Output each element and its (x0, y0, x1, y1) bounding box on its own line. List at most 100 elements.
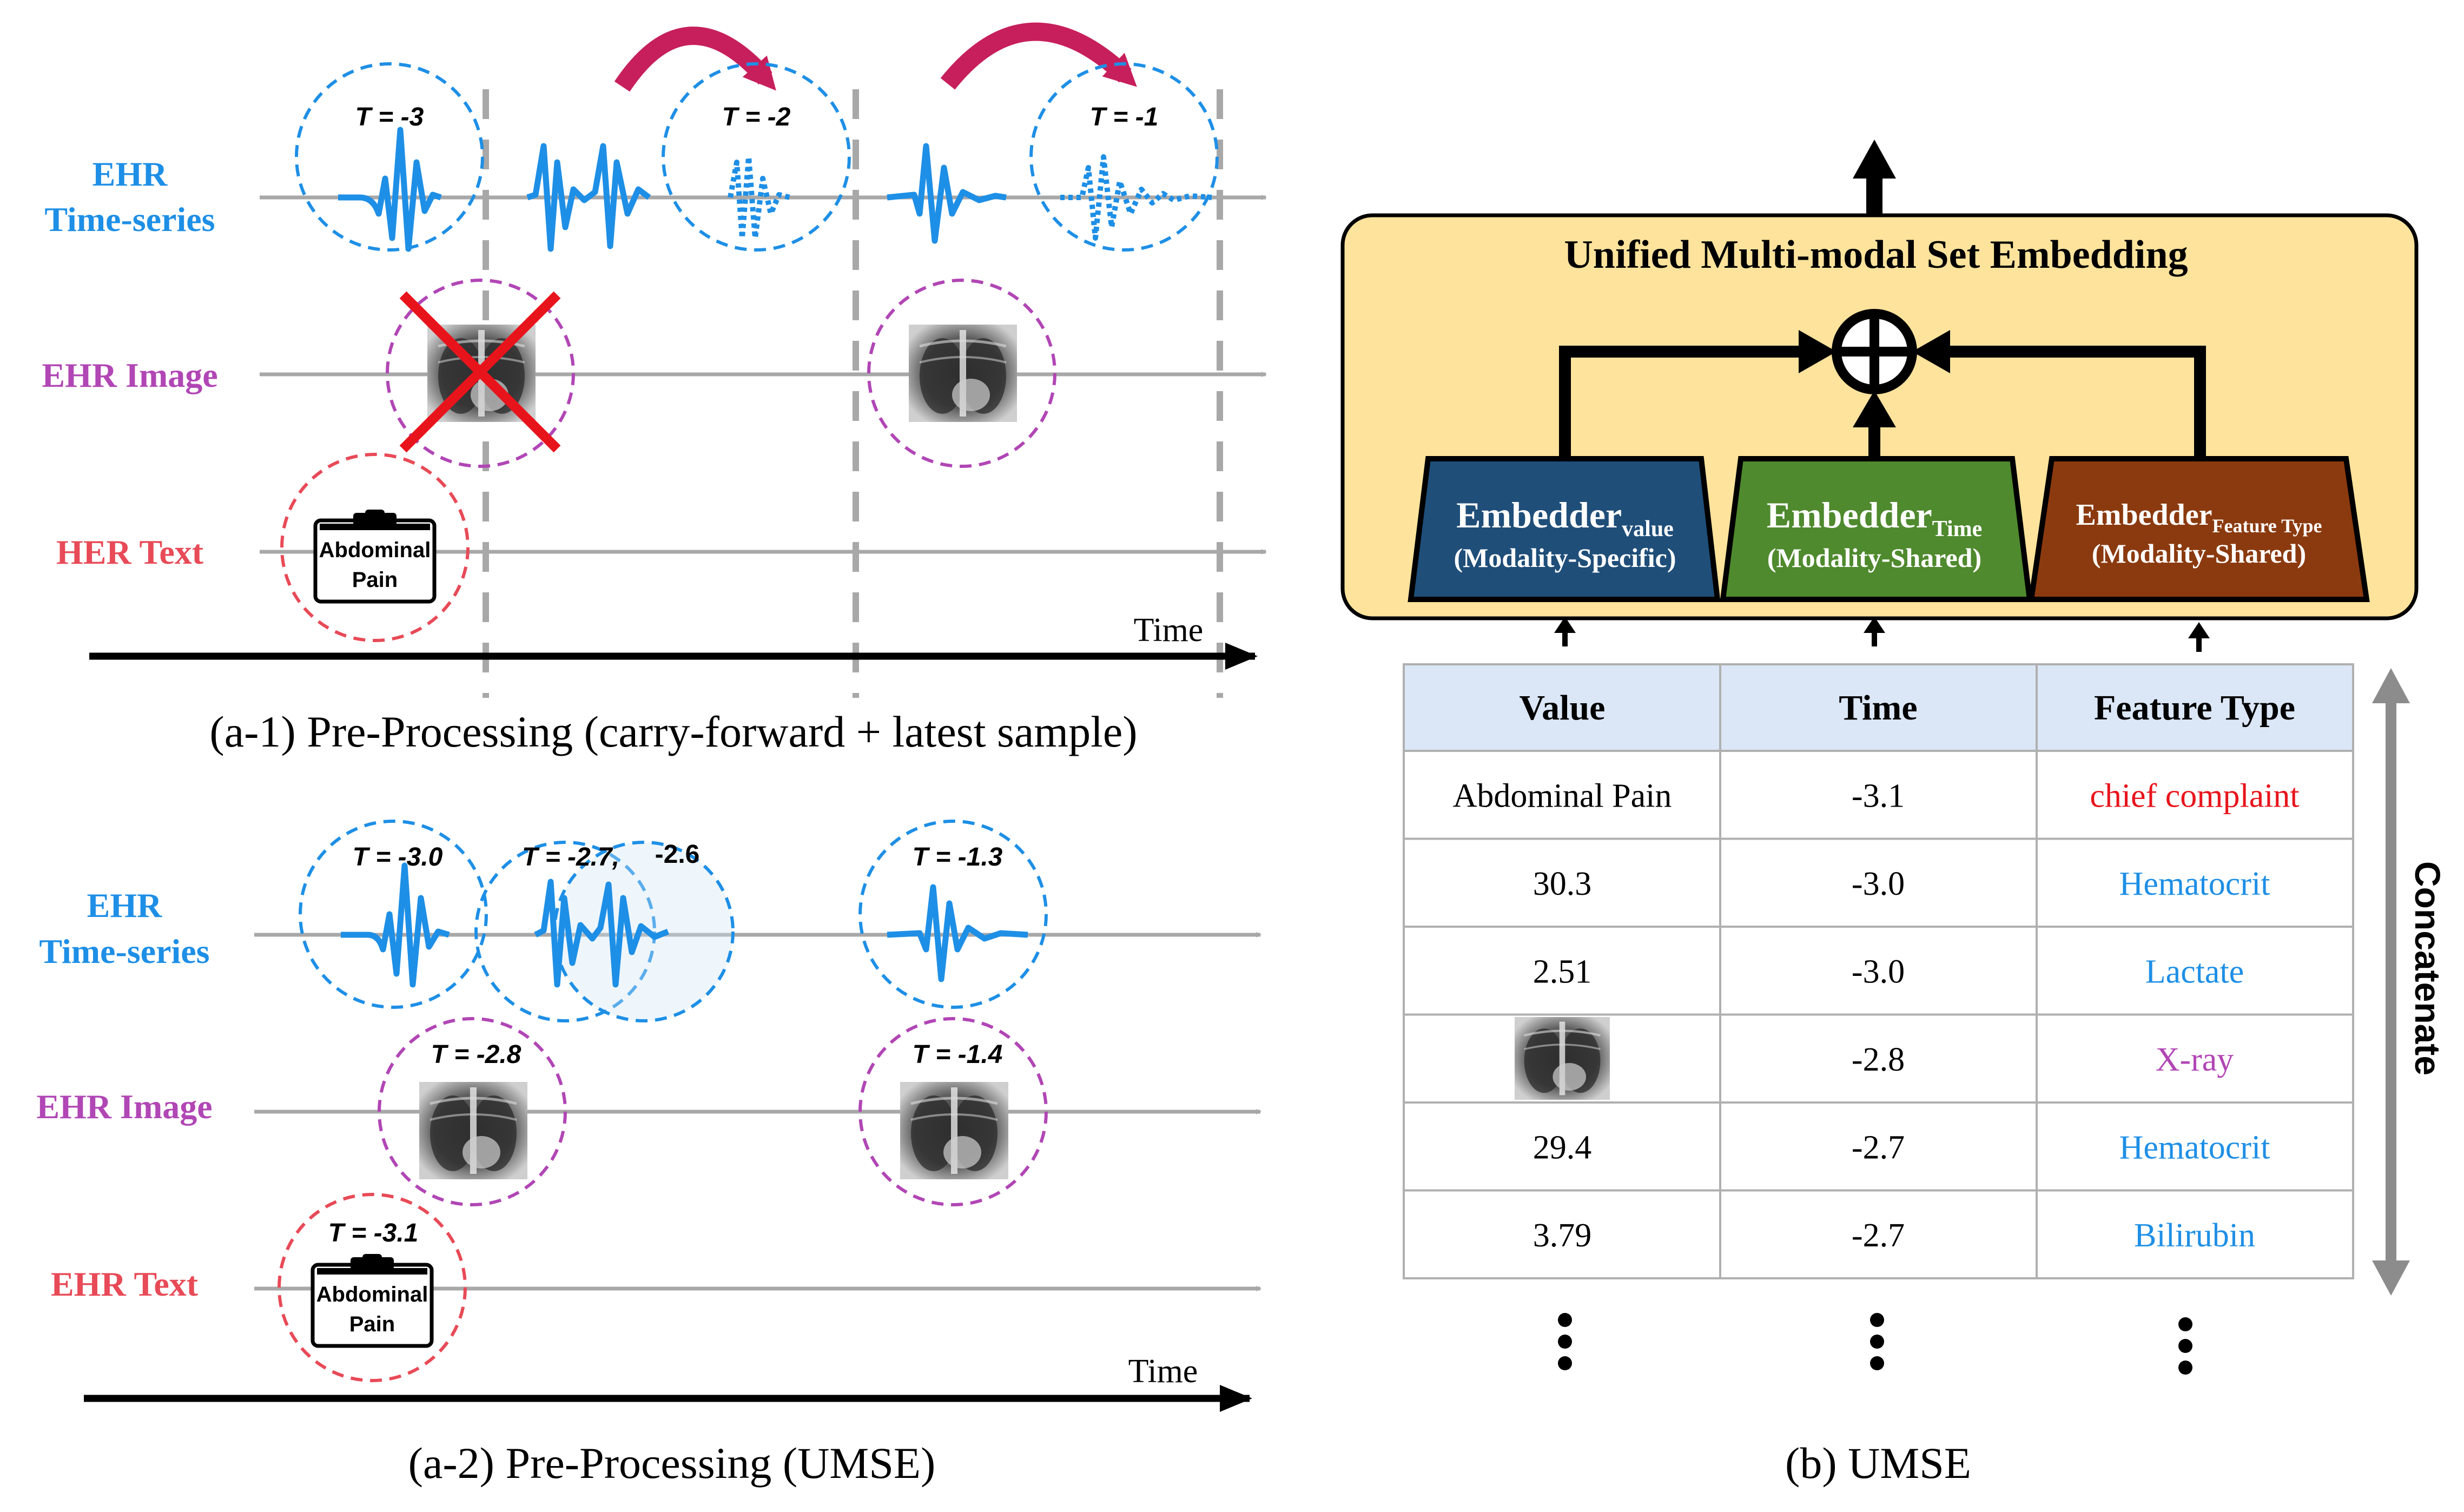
panel-a2: EHR Time-series EHR Image EHR Text T = -… (36, 820, 1261, 1488)
a2-waveform-2 (534, 879, 670, 988)
b-table-border (1403, 663, 2354, 1279)
a1-label-timeseries-2: Time-series (44, 200, 215, 239)
a1-t-label-1: T = -3 (355, 103, 424, 131)
b-table-cell-time: -3.0 (1852, 953, 1905, 990)
a2-label-timeseries-2: Time-series (39, 932, 209, 970)
a1-waveform-1 (338, 127, 442, 252)
a1-sample-circle-1 (295, 62, 484, 252)
b-embedder-feature (2028, 456, 2370, 602)
a1-carry-forward-arrow-2 (940, 22, 1137, 90)
a2-sample-circle-2 (474, 841, 656, 1022)
a1-t-label-2: T = -2 (722, 103, 791, 131)
b-table-cell-time: -3.0 (1852, 866, 1905, 902)
a1-text-circle (280, 453, 470, 642)
b-concatenate-arrowhead-bottom (2372, 1260, 2410, 1296)
a1-image-circle-1 (386, 279, 575, 468)
b-table-body: Abdominal Pain -3.1 chief complaint 30.3 -3.… (1453, 777, 2300, 1254)
b-table-cell-value: 30.3 (1533, 866, 1592, 902)
a2-note-line1: Abdominal (316, 1283, 428, 1306)
b-embedder-value-sub: (Modality-Specific) (1454, 543, 1676, 573)
b-table-header-time: Time (1839, 688, 1917, 728)
b-connector-feature-head (1912, 330, 1950, 373)
a1-sample-circle-3 (1029, 62, 1219, 252)
b-connector-value-head (1799, 330, 1837, 373)
b-connector-value (1559, 346, 1807, 459)
b-table-cell-time: -2.8 (1852, 1041, 1905, 1078)
b-umse-title: Unified Multi-modal Set Embedding (1564, 233, 2188, 277)
a1-waveform-2b (728, 154, 791, 241)
a1-label-image: EHR Image (42, 356, 217, 394)
b-caption: (b) UMSE (1785, 1438, 1971, 1488)
a1-caption: (a-1) Pre-Processing (carry-forward + la… (209, 707, 1137, 756)
b-table-cell-value: 3.79 (1533, 1217, 1592, 1254)
a2-t-label-1: T = -3.0 (353, 843, 443, 871)
b-ellipsis (1558, 1313, 2192, 1375)
a2-time-label: Time (1128, 1353, 1198, 1390)
b-table-cell-time: -2.7 (1852, 1129, 1905, 1166)
a2-t-label-6: T = -1.4 (913, 1040, 1003, 1069)
a2-label-text: EHR Text (51, 1265, 199, 1303)
b-table-row-dividers (1404, 750, 2353, 1192)
b-embedder-value-label: Embeddervalue (1456, 494, 1674, 542)
b-table-xray (1515, 1017, 1610, 1100)
b-table-cell-feature: Bilirubin (2134, 1217, 2255, 1254)
a2-t-label-4: T = -1.3 (913, 843, 1003, 871)
panel-a1: EHR Time-series EHR Image HER Text T = -… (42, 22, 1267, 756)
a2-image-circle-2 (858, 1017, 1048, 1206)
a1-note-line2: Pain (352, 568, 398, 592)
a2-text-circle (278, 1193, 467, 1382)
a1-waveform-2a (526, 143, 651, 252)
b-table-arrowhead-1 (1554, 617, 1576, 633)
b-embedder-value (1408, 456, 1721, 602)
a2-waveform-1 (341, 862, 450, 988)
b-table-cell-value: 29.4 (1533, 1129, 1592, 1166)
a1-time-label: Time (1134, 612, 1204, 649)
b-table-cell-feature: Hematocrit (2119, 866, 2270, 902)
a2-caption: (a-2) Pre-Processing (UMSE) (408, 1438, 936, 1488)
a2-t-label-7: T = -3.1 (328, 1219, 419, 1247)
a2-label-timeseries-1: EHR (87, 886, 162, 925)
b-table-cell-value: Abdominal Pain (1453, 777, 1672, 814)
panel-b: Unified Multi-modal Set Embedding Embedd… (1340, 140, 2448, 1488)
a2-t-label-3: -2.6 (655, 840, 700, 869)
b-table-cell-time: -2.7 (1852, 1217, 1905, 1254)
a2-note-line2: Pain (349, 1312, 395, 1336)
a1-label-timeseries-1: EHR (93, 155, 168, 193)
a1-sample-circle-2 (662, 62, 851, 252)
b-embedder-feature-sub: (Modality-Shared) (2092, 538, 2306, 569)
b-concatenate-arrowhead-top (2372, 668, 2410, 703)
a2-t-label-2: T = -2.7, (522, 843, 619, 871)
a1-image-circle-2 (867, 279, 1056, 468)
b-concatenate-label: Concatenate (2408, 861, 2448, 1075)
a1-red-cross-2 (399, 291, 561, 453)
b-table-cell-time: -3.1 (1852, 777, 1905, 814)
a1-note-line1: Abdominal (319, 538, 431, 562)
a1-waveform-3b (1060, 154, 1212, 241)
b-table-header-feature: Feature Type (2094, 688, 2295, 728)
b-embedder-time-label: EmbedderTime (1767, 494, 1983, 542)
b-table-header-bg (1404, 664, 2353, 751)
b-embedder-time-sub: (Modality-Shared) (1767, 543, 1981, 573)
a1-label-text: HER Text (56, 533, 204, 571)
b-table-arrowhead-2 (1864, 617, 1885, 633)
a2-t-label-5: T = -2.8 (431, 1040, 521, 1069)
b-table-cell-value: 2.51 (1533, 953, 1592, 990)
b-connector-feature (1942, 346, 2206, 459)
a2-xray-2 (900, 1082, 1008, 1179)
a1-carry-forward-arrow-1 (614, 27, 776, 92)
a2-sample-circle-4 (858, 820, 1048, 1009)
a2-sample-circle-1 (299, 820, 488, 1009)
b-output-arrowhead (1853, 140, 1896, 179)
a2-image-circle-1 (378, 1017, 567, 1206)
a1-t-label-3: T = -1 (1090, 103, 1159, 131)
b-table-header-value: Value (1520, 688, 1606, 728)
a2-label-image: EHR Image (36, 1087, 212, 1126)
a1-waveform-3a (887, 143, 1007, 244)
a1-xray-2 (909, 325, 1017, 422)
b-table-cell-feature: chief complaint (2090, 777, 2299, 814)
b-table-cell-feature: X-ray (2156, 1041, 2234, 1078)
b-table-cell-feature: Lactate (2145, 953, 2244, 990)
b-embedder-feature-label: EmbedderFeature Type (2076, 498, 2322, 537)
b-connector-time-head (1853, 391, 1896, 427)
